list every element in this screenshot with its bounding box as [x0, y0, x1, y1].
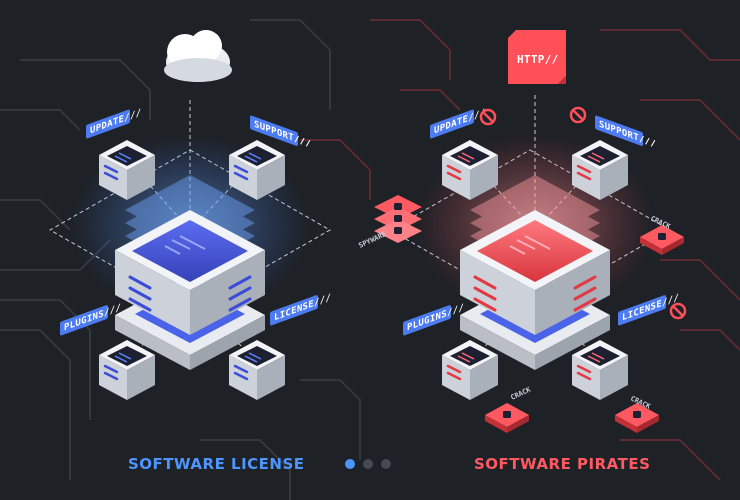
pirate-node-plugins: [442, 340, 498, 400]
carousel-dot-3[interactable]: [381, 459, 391, 469]
http-label: HTTP//: [517, 53, 559, 66]
bug-icon: [658, 233, 666, 240]
crack-node: [485, 403, 529, 433]
node-support: [229, 140, 285, 200]
software-pirates-caption: SOFTWARE PIRATES: [474, 455, 651, 473]
node-update: [99, 140, 155, 200]
tag-update: UPDATE///: [86, 107, 142, 139]
carousel-dot-2[interactable]: [363, 459, 373, 469]
pirate-tag-license: LICENSE///: [618, 292, 679, 326]
spyware-label: SPYWARE: [357, 230, 387, 250]
carousel-dot-1[interactable]: [345, 459, 355, 469]
software-license-caption: SOFTWARE LICENSE: [128, 455, 305, 473]
circuit-traces-right: [300, 19, 740, 481]
spyware-stack: [374, 195, 422, 243]
pirate-node-support: [572, 140, 628, 200]
cloud-icon: [164, 30, 232, 82]
bug-icon: [503, 411, 511, 418]
pirate-node-license: [572, 340, 628, 400]
node-plugins: [99, 340, 155, 400]
blocked-icon: [569, 106, 587, 124]
circuit-traces-left: [0, 19, 361, 500]
blocked-icon: [479, 108, 497, 126]
pirate-node-update: [442, 140, 498, 200]
http-badge: HTTP//: [508, 30, 566, 84]
pirate-main-server: [460, 210, 610, 335]
blocked-icon: [669, 302, 687, 320]
node-license: [229, 340, 285, 400]
tag-license: LICENSE///: [270, 292, 331, 326]
bug-icon: [633, 411, 641, 418]
carousel-dots: [345, 459, 391, 469]
pirate-tag-plugins: PLUGINS///: [403, 302, 464, 336]
license-main-server: [115, 210, 265, 335]
bug-icon: [394, 203, 402, 234]
crack-label-2: CRACK: [509, 385, 532, 401]
crack-node: [640, 225, 684, 255]
license-network: UPDATE/// SUPPORT/// PLUGINS/// LICENSE/…: [48, 30, 331, 400]
crack-node: [615, 403, 659, 433]
pirate-tag-update: UPDATE///: [430, 107, 486, 139]
